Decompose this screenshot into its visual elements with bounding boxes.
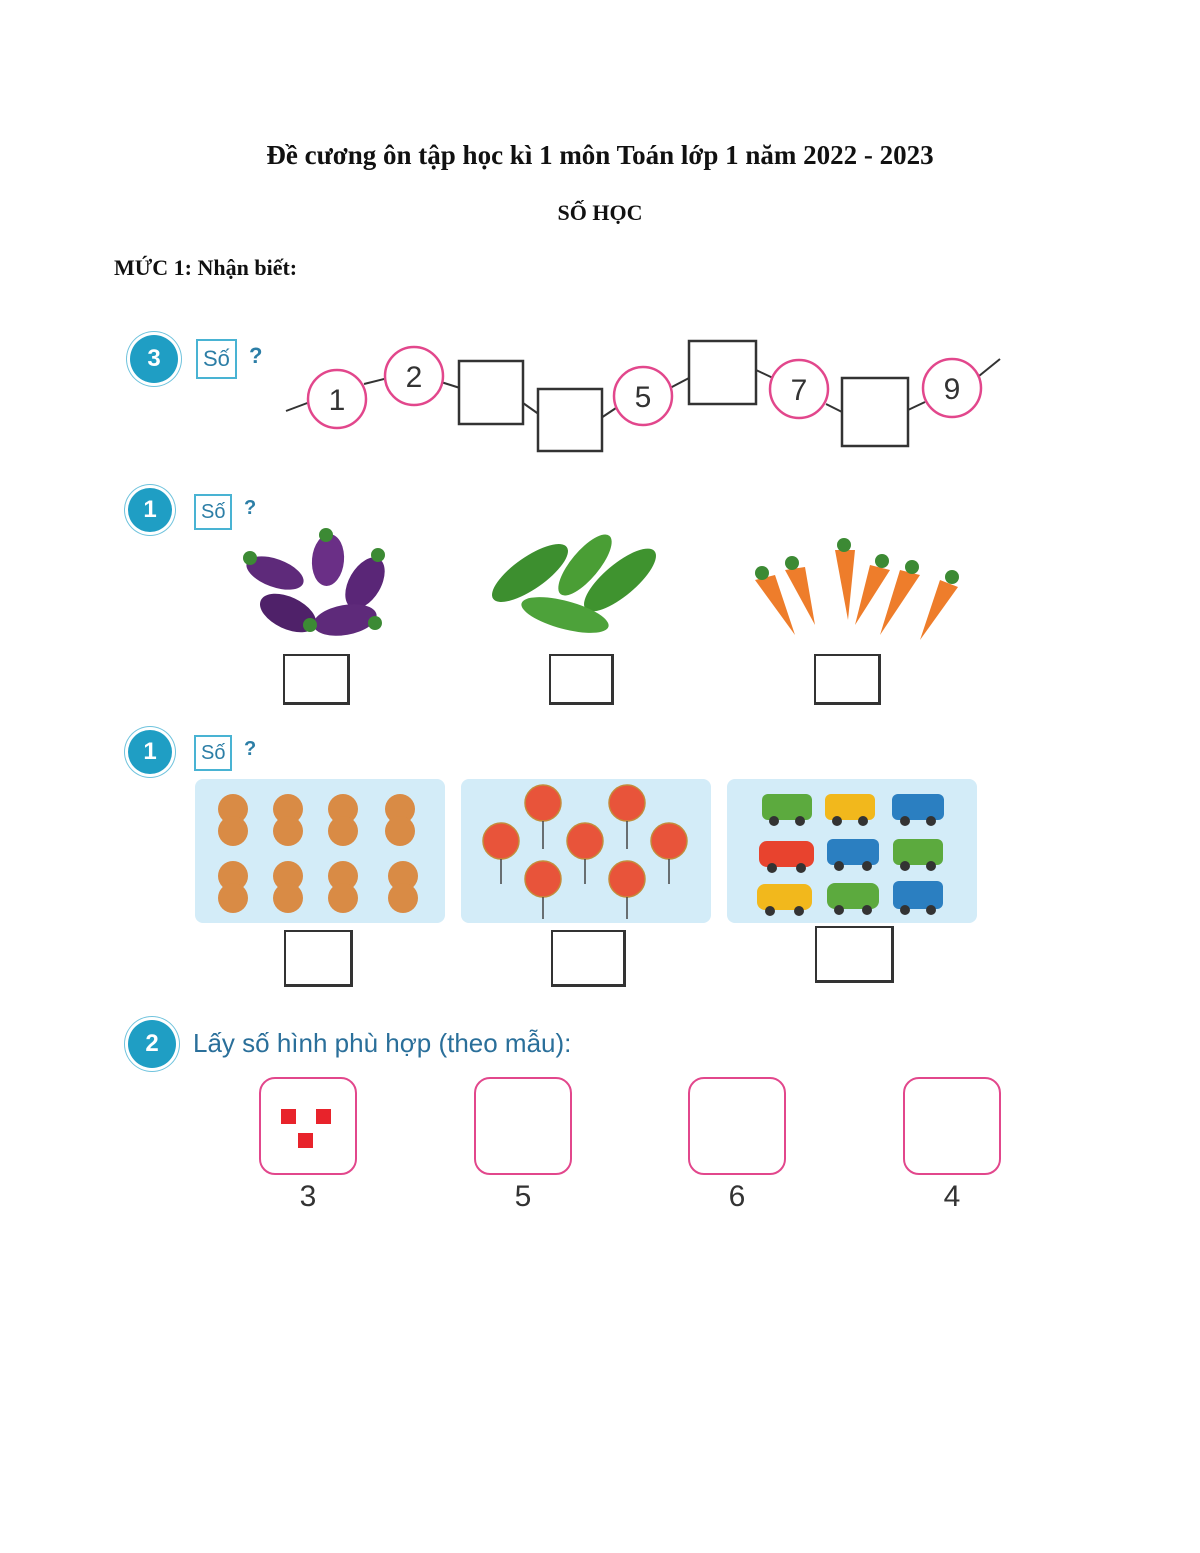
level-heading: MỨC 1: Nhận biết: xyxy=(114,255,298,280)
shape-box[interactable] xyxy=(474,1077,572,1175)
chain-link xyxy=(440,381,461,389)
chain-link xyxy=(755,369,774,379)
chain-link xyxy=(907,401,926,411)
exercise-number-badge: 2 xyxy=(128,1020,176,1068)
toy-car-panel xyxy=(727,779,977,923)
chain-link xyxy=(978,358,1001,377)
red-square xyxy=(281,1109,296,1124)
chain-link xyxy=(825,403,843,413)
blank-box[interactable] xyxy=(536,387,604,453)
teddy-bear-icon xyxy=(218,794,418,913)
circle-number: 2 xyxy=(406,361,423,394)
so-label: Số xyxy=(194,735,233,771)
red-square xyxy=(316,1109,331,1124)
question-mark: ? xyxy=(249,343,263,368)
number-circle xyxy=(383,345,445,407)
target-number: 3 xyxy=(299,1180,317,1213)
target-number: 4 xyxy=(943,1180,961,1213)
section-title: SỐ HỌC xyxy=(557,200,643,225)
chain-link xyxy=(669,377,690,389)
circle-number: 5 xyxy=(635,381,652,414)
eggplant-icon xyxy=(243,528,385,636)
teddy-bear-panel xyxy=(195,779,445,923)
number-circle xyxy=(306,368,368,430)
shape-box[interactable] xyxy=(903,1077,1001,1175)
cucumber-icon xyxy=(492,534,656,633)
target-number: 6 xyxy=(728,1180,746,1213)
circle-number: 7 xyxy=(791,374,808,407)
answer-box[interactable] xyxy=(284,930,353,987)
page-title: Đề cương ôn tập học kì 1 môn Toán lớp 1 … xyxy=(266,140,934,170)
so-label: Số xyxy=(196,339,237,379)
chain-link xyxy=(600,407,617,419)
carrot-icon xyxy=(755,538,959,640)
number-chain: 1 2 5 7 9 xyxy=(285,339,1001,453)
chain-link xyxy=(285,401,311,412)
exercise-number-badge: 1 xyxy=(128,730,172,774)
shape-box[interactable] xyxy=(688,1077,786,1175)
red-square xyxy=(298,1133,313,1148)
star-lantern-panel xyxy=(461,779,711,923)
toy-car-icon xyxy=(757,794,944,916)
blank-box[interactable] xyxy=(457,359,525,426)
target-number: 5 xyxy=(514,1180,532,1213)
star-lantern-icon xyxy=(482,784,688,919)
exercise-number-badge: 3 xyxy=(130,335,178,383)
so-label: Số xyxy=(194,494,233,530)
exercise-number-badge: 1 xyxy=(128,488,172,532)
blank-box[interactable] xyxy=(687,339,758,406)
answer-box[interactable] xyxy=(814,654,881,705)
question-mark: ? xyxy=(244,497,257,519)
circle-number: 9 xyxy=(944,373,961,406)
blank-box[interactable] xyxy=(840,376,910,448)
number-circle xyxy=(768,358,830,420)
vegetables-illustration xyxy=(243,528,959,640)
answer-box[interactable] xyxy=(549,654,614,705)
answer-box[interactable] xyxy=(815,926,894,983)
exercise-instruction: Lấy số hình phù hợp (theo mẫu): xyxy=(193,1028,572,1058)
circle-number: 1 xyxy=(329,384,346,417)
answer-box[interactable] xyxy=(283,654,350,705)
example-box xyxy=(259,1077,357,1175)
number-circle xyxy=(921,357,983,419)
number-circle xyxy=(612,365,674,427)
answer-box[interactable] xyxy=(551,930,626,987)
question-mark: ? xyxy=(244,738,257,760)
